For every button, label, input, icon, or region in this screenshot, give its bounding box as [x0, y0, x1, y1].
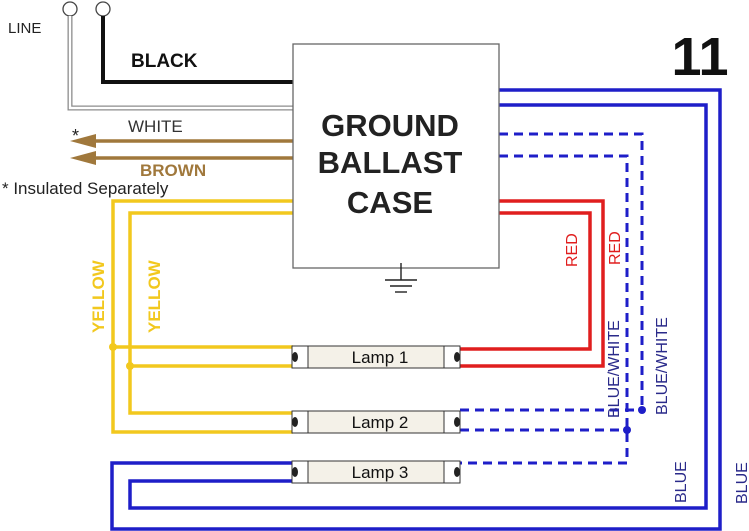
- line-label: LINE: [8, 20, 41, 37]
- red-label-1: RED: [564, 233, 581, 267]
- blue-white-wire-inner: [460, 154, 629, 465]
- black-wire: [101, 16, 293, 84]
- line-terminal-left: [62, 1, 78, 17]
- red-wire-outer: [460, 199, 605, 368]
- yellow-junction-2: [126, 362, 134, 370]
- yellow-wire-inner: [128, 211, 293, 415]
- ballast-label-line2: BALLAST: [318, 145, 463, 180]
- ballast-case: [292, 43, 500, 269]
- lamp-1-label: Lamp 1: [352, 348, 409, 367]
- lamp-3: [291, 460, 461, 484]
- yellow-junction-1: [109, 343, 117, 351]
- blue-label-2: BLUE: [734, 462, 749, 504]
- asterisk-label: *: [72, 126, 79, 146]
- white-wire-core: [68, 16, 293, 110]
- ballast-label-line1: GROUND: [321, 108, 459, 143]
- blue-wire-inner: [128, 103, 708, 510]
- red-label-2: RED: [607, 231, 624, 265]
- blue-white-label-2: BLUE/WHITE: [654, 317, 671, 415]
- insulated-note: * Insulated Separately: [2, 179, 169, 198]
- brown-arrow-lower: [70, 151, 96, 165]
- blue-white-junction-2: [623, 426, 631, 434]
- brown-label: BROWN: [140, 161, 206, 180]
- blue-label-1: BLUE: [673, 461, 690, 503]
- yellow-wire-outer: [111, 199, 293, 434]
- blue-white-wire-outer: [499, 132, 644, 410]
- black-label: BLACK: [131, 51, 198, 72]
- blue-wire-outer: [110, 88, 722, 531]
- ballast-label-line3: CASE: [347, 185, 433, 220]
- lamp-2-label: Lamp 2: [352, 413, 409, 432]
- blue-white-junction-1: [638, 406, 646, 414]
- yellow-label-2: YELLOW: [145, 259, 164, 333]
- blue-white-label-1: BLUE/WHITE: [606, 320, 623, 418]
- lamp-1: [291, 345, 461, 369]
- red-wire-inner: [460, 211, 592, 351]
- diagram-number: 11: [671, 27, 728, 87]
- yellow-label-1: YELLOW: [89, 259, 108, 333]
- white-label: WHITE: [128, 117, 183, 136]
- line-terminal-right: [95, 1, 111, 17]
- lamp-2: [291, 410, 461, 434]
- ground-icon: [385, 263, 417, 293]
- lamp-3-label: Lamp 3: [352, 463, 409, 482]
- brown-arrow-upper: [70, 134, 96, 148]
